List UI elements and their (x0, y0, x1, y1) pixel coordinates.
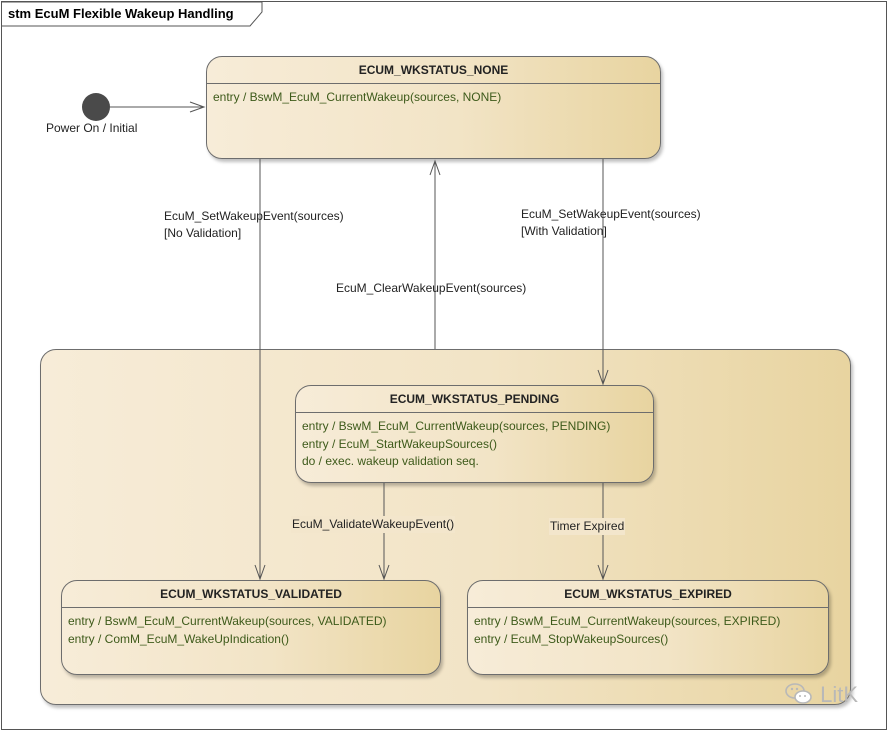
state-action: entry / BswM_EcuM_CurrentWakeup(sources,… (68, 614, 387, 628)
wechat-icon (785, 683, 812, 704)
state-action: entry / EcuM_StopWakeupSources() (474, 631, 669, 646)
transition-label-with-validation-event: EcuM_SetWakeupEvent(sources) (521, 207, 701, 221)
transition-label-no-validation-guard: [No Validation] (164, 226, 242, 240)
frame-title: stm EcuM Flexible Wakeup Handling (8, 6, 234, 21)
initial-label: Power On / Initial (46, 121, 138, 135)
watermark: LitK (784, 682, 858, 708)
state-action: entry / BswM_EcuM_CurrentWakeup(sources,… (213, 90, 502, 104)
state-actions: entry / BswM_EcuM_CurrentWakeup(sources,… (302, 418, 610, 471)
state-actions: entry / BswM_EcuM_CurrentWakeup(sources,… (474, 613, 780, 648)
state-action: entry / ComM_EcuM_WakeUpIndication() (68, 631, 289, 646)
transition-label-clear: EcuM_ClearWakeupEvent(sources) (336, 281, 527, 295)
state-action: entry / BswM_EcuM_CurrentWakeup(sources,… (302, 419, 611, 433)
state-actions: entry / BswM_EcuM_CurrentWakeup(sources,… (68, 613, 387, 648)
state-action: entry / BswM_EcuM_CurrentWakeup(sources,… (474, 614, 781, 628)
transition-label-with-validation-guard: [With Validation] (521, 224, 607, 238)
state-ecum-wkstatus-validated[interactable]: ECUM_WKSTATUS_VALIDATED entry / BswM_Ecu… (61, 580, 441, 675)
state-ecum-wkstatus-expired[interactable]: ECUM_WKSTATUS_EXPIRED entry / BswM_EcuM_… (467, 580, 829, 675)
state-ecum-wkstatus-none[interactable]: ECUM_WKSTATUS_NONE entry / BswM_EcuM_Cur… (206, 56, 661, 159)
transition-label-no-validation-event: EcuM_SetWakeupEvent(sources) (164, 209, 344, 223)
state-title: ECUM_WKSTATUS_EXPIRED (468, 581, 828, 608)
frame-title-tab (2, 1, 263, 27)
watermark-text: LitK (820, 682, 859, 707)
state-title: ECUM_WKSTATUS_PENDING (296, 386, 653, 413)
state-action: entry / EcuM_StartWakeupSources() (302, 436, 497, 451)
state-title: ECUM_WKSTATUS_NONE (207, 57, 660, 84)
state-title: ECUM_WKSTATUS_VALIDATED (62, 581, 440, 608)
state-actions: entry / BswM_EcuM_CurrentWakeup(sources,… (213, 89, 501, 107)
state-ecum-wkstatus-pending[interactable]: ECUM_WKSTATUS_PENDING entry / BswM_EcuM_… (295, 385, 654, 483)
transition-label-timer: Timer Expired (549, 518, 626, 535)
state-action: do / exec. wakeup validation seq. (302, 454, 479, 468)
transition-label-validate: EcuM_ValidateWakeupEvent() (291, 516, 456, 533)
initial-pseudostate[interactable] (82, 93, 110, 121)
